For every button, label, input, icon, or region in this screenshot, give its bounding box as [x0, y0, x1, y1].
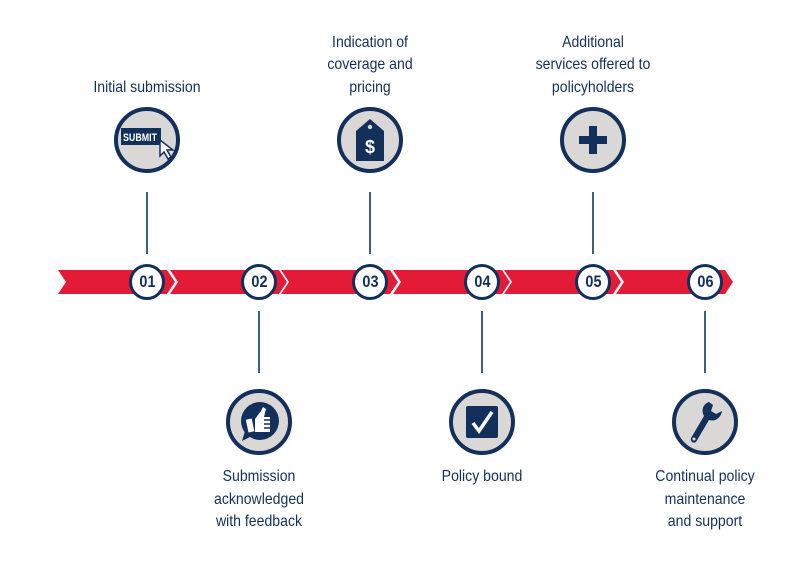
- connector-line: [704, 311, 706, 373]
- step-number: 06: [696, 272, 714, 291]
- step-label-line: Continual policy: [655, 468, 755, 485]
- step-label-line: Indication of: [332, 33, 408, 51]
- step-label-line: with feedback: [215, 513, 303, 530]
- price-tag-icon: $: [337, 107, 403, 173]
- step-label-line: Policy bound: [441, 468, 523, 485]
- step-number: 02: [250, 272, 268, 291]
- thumbs-up-icon: [226, 389, 292, 455]
- wrench-icon: [672, 389, 738, 455]
- step-label-line: pricing: [349, 78, 391, 96]
- step-number-badge: 05: [575, 264, 611, 300]
- step-label-line: Submission: [222, 468, 296, 485]
- connector-line: [146, 192, 148, 254]
- connector-line: [258, 311, 260, 373]
- step-label: Policy bound: [382, 466, 582, 489]
- step-number: 05: [584, 272, 602, 291]
- dollar-sign: $: [365, 137, 375, 157]
- step-label-line: policyholders: [551, 78, 635, 96]
- step-label: Indication of coverage and pricing: [270, 32, 470, 100]
- step-label-line: services offered to: [535, 56, 651, 73]
- step-label: Submission acknowledged with feedback: [159, 466, 359, 534]
- cursor-arrow-icon: [159, 138, 174, 160]
- step-label: Continual policy maintenance and support: [605, 466, 800, 534]
- connector-line: [369, 192, 371, 254]
- connector-line: [481, 311, 483, 373]
- step-label: Initial submission: [47, 77, 247, 100]
- step-label-line: acknowledged: [213, 490, 305, 508]
- step-number: 04: [473, 272, 491, 291]
- step-label-line: coverage and: [327, 56, 413, 73]
- step-label-line: maintenance: [664, 490, 746, 508]
- connector-line: [592, 192, 594, 254]
- step-number: 03: [361, 272, 379, 291]
- step-number-badge: 03: [352, 264, 388, 300]
- step-label-line: Initial submission: [93, 78, 201, 96]
- step-label: Additional services offered to policyholde…: [493, 32, 693, 100]
- step-number-badge: 06: [687, 264, 723, 300]
- step-number-badge: 04: [464, 264, 500, 300]
- step-number: 01: [138, 272, 156, 291]
- submit-label: SUBMIT: [123, 132, 157, 144]
- step-number-badge: 02: [241, 264, 277, 300]
- submit-button-icon: SUBMIT: [114, 107, 180, 173]
- step-label-line: Additional: [562, 33, 624, 51]
- step-label-line: and support: [667, 513, 743, 530]
- step-number-badge: 01: [129, 264, 165, 300]
- checkbox-icon: [449, 389, 515, 455]
- plus-icon: [560, 107, 626, 173]
